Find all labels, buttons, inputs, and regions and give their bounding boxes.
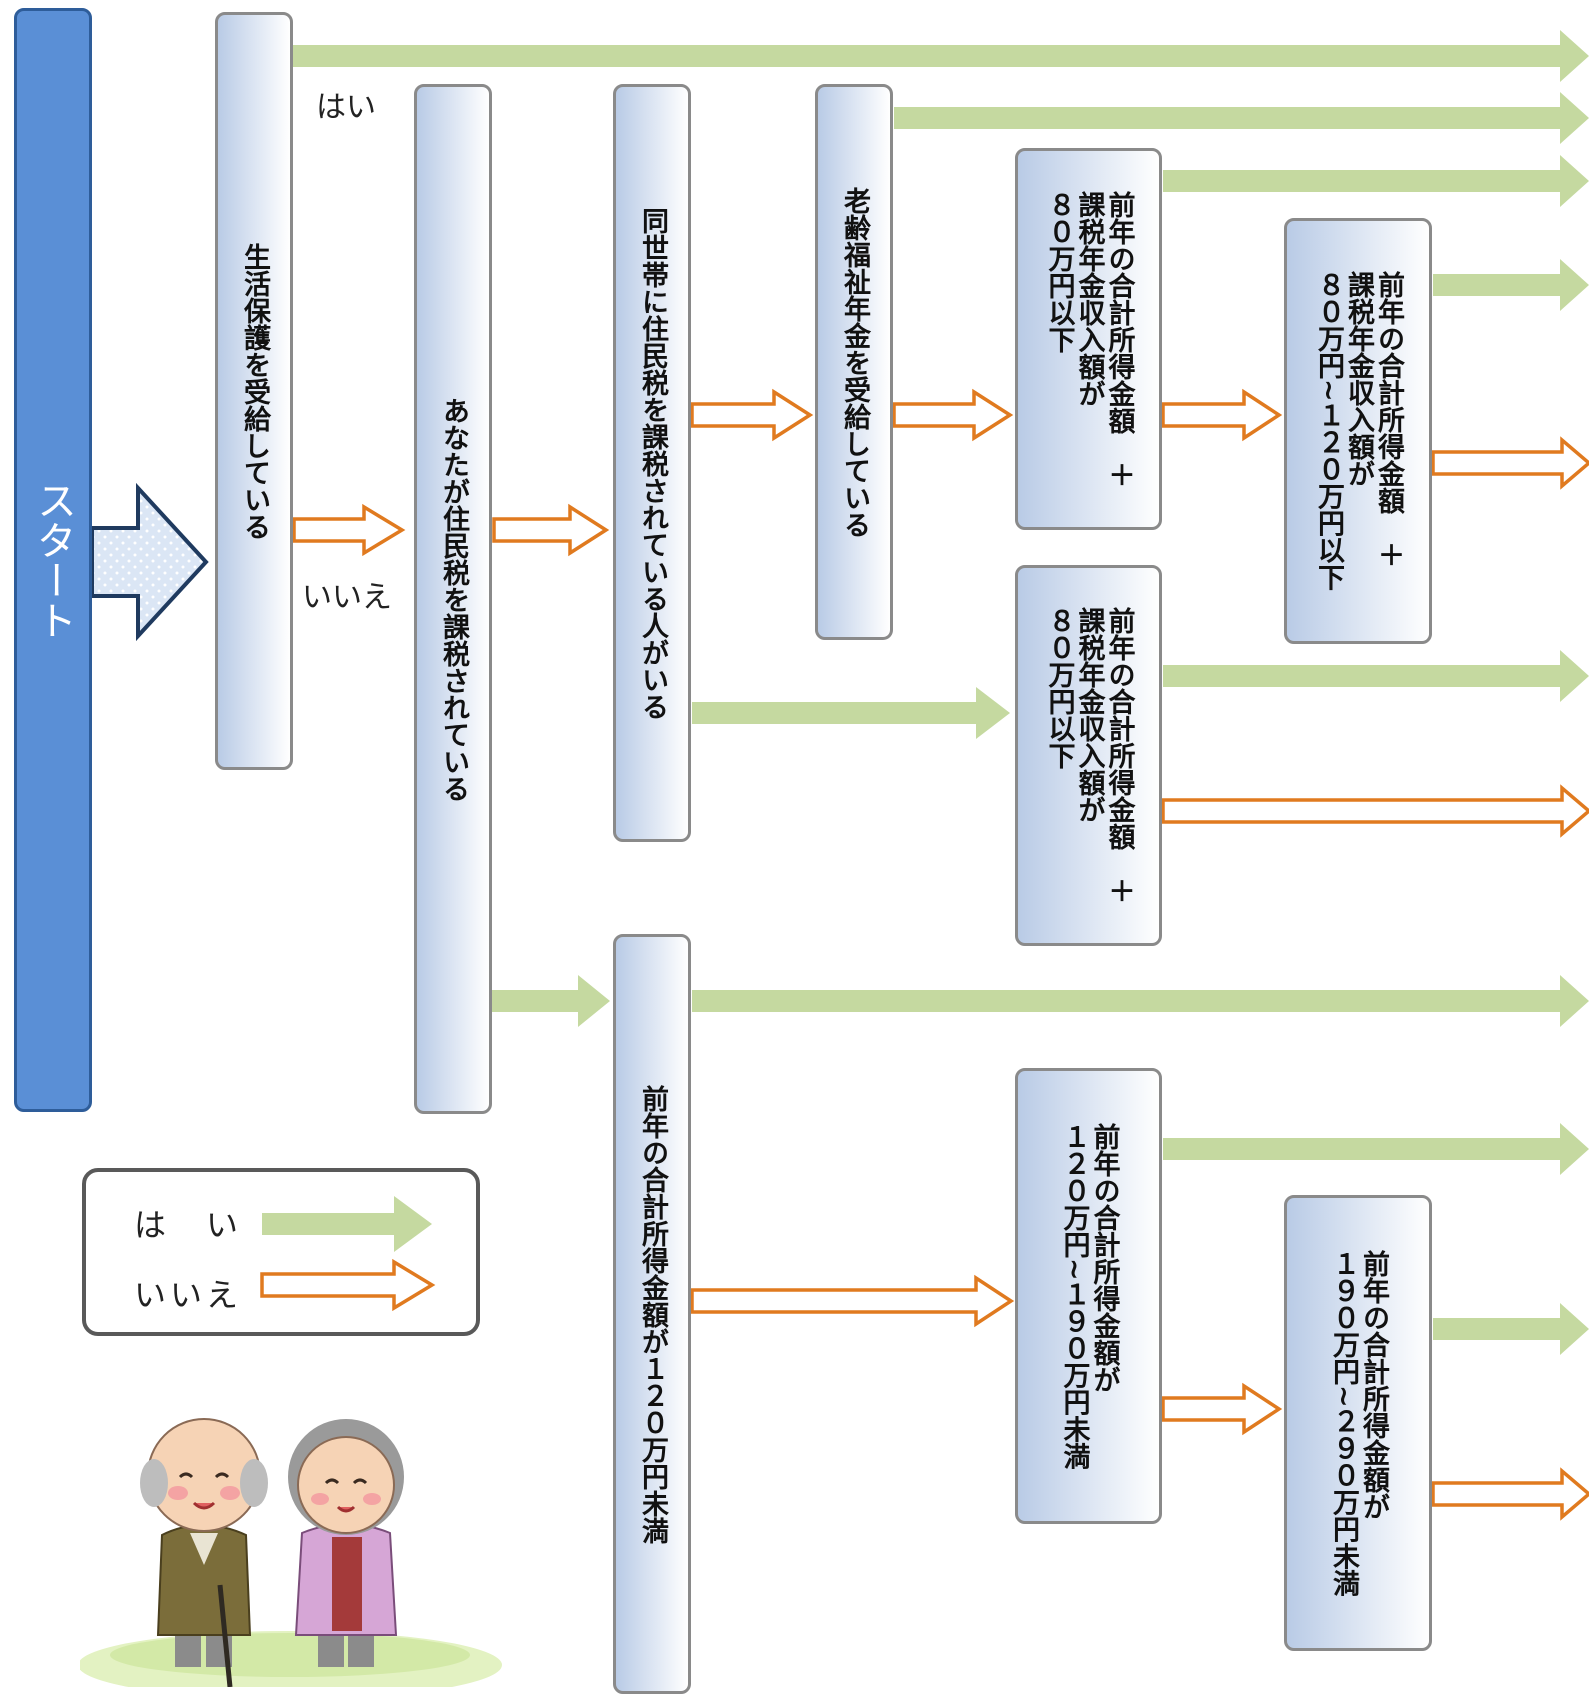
yes-arrow — [1163, 650, 1589, 702]
grandfather-figure — [140, 1418, 268, 1687]
box-income80-b: 前年の合計所得金額 ＋ 課税年金収入額が ８０万円以下 — [1015, 565, 1162, 946]
box-income120: 前年の合計所得金額が１２０万円未満 — [613, 934, 691, 1694]
yes-arrow — [692, 975, 1589, 1027]
no-arrow — [1161, 388, 1283, 442]
legend-no-arrow — [260, 1258, 436, 1312]
box-household-tax: 同世帯に住民税を課税されている人がいる — [613, 84, 691, 842]
yes-arrow — [292, 30, 1589, 82]
box-household-tax-text: 同世帯に住民税を課税されている人がいる — [637, 206, 668, 720]
box-self-tax-text: あなたが住民税を課税されている — [438, 396, 469, 802]
no-arrow — [292, 503, 406, 557]
legend-swatches — [260, 1196, 436, 1312]
yes-arrow — [1433, 259, 1589, 311]
legend-no-label: いいえ — [134, 1276, 243, 1314]
no-arrows — [292, 388, 1589, 1521]
yes-label: はい — [316, 90, 376, 125]
box-income80-a: 前年の合計所得金額 ＋ 課税年金収入額が ８０万円以下 — [1015, 148, 1162, 530]
grandmother-figure — [288, 1419, 404, 1667]
box-welfare-text: 生活保護を受給している — [239, 242, 270, 540]
start-label: スタート — [30, 480, 76, 640]
box-income80-120-text: 前年の合計所得金額 ＋ 課税年金収入額が ８０万円~１２０万円以下 — [1313, 271, 1404, 591]
box-income120-text: 前年の合計所得金額が１２０万円未満 — [637, 1084, 668, 1544]
yes-arrow — [894, 92, 1589, 144]
box-income190-290-text: 前年の合計所得金額が １９０万円~２９０万円未満 — [1328, 1249, 1389, 1597]
box-income120-190-text: 前年の合計所得金額が １２０万円~１９０万円未満 — [1058, 1122, 1120, 1470]
no-label: いいえ — [302, 580, 392, 615]
legend-yes-label: は い — [134, 1206, 243, 1244]
yes-arrows — [292, 30, 1589, 1355]
yes-arrow — [1163, 1123, 1589, 1175]
no-arrow — [492, 503, 610, 557]
elderly-couple-illustration — [80, 1418, 502, 1687]
no-arrow — [1161, 784, 1589, 838]
no-arrow — [690, 1274, 1015, 1328]
no-arrow — [690, 388, 814, 442]
box-income120-190: 前年の合計所得金額が １２０万円~１９０万円未満 — [1015, 1068, 1162, 1524]
box-self-tax: あなたが住民税を課税されている — [414, 84, 492, 1114]
box-welfare: 生活保護を受給している — [215, 12, 293, 770]
yes-arrow — [1433, 1303, 1589, 1355]
yes-arrow — [692, 687, 1010, 739]
box-income80-b-text: 前年の合計所得金額 ＋ 課税年金収入額が ８０万円以下 — [1043, 607, 1135, 904]
start-box: スタート — [14, 8, 92, 1112]
no-arrow — [892, 388, 1014, 442]
no-arrow — [1431, 1467, 1589, 1521]
box-income190-290: 前年の合計所得金額が １９０万円~２９０万円未満 — [1284, 1195, 1432, 1651]
box-income80-120: 前年の合計所得金額 ＋ 課税年金収入額が ８０万円~１２０万円以下 — [1284, 218, 1432, 644]
no-arrow — [1431, 436, 1589, 490]
yes-arrow — [1163, 155, 1589, 207]
start-big-arrow — [90, 482, 209, 642]
legend: は い いいえ — [82, 1168, 480, 1336]
box-pension-text: 老齢福祉年金を受給している — [839, 186, 870, 538]
box-income80-a-text: 前年の合計所得金額 ＋ 課税年金収入額が ８０万円以下 — [1043, 190, 1135, 488]
legend-yes-arrow — [262, 1196, 432, 1252]
yes-arrow — [492, 975, 610, 1027]
box-pension: 老齢福祉年金を受給している — [815, 84, 893, 640]
no-arrow — [1161, 1382, 1283, 1436]
